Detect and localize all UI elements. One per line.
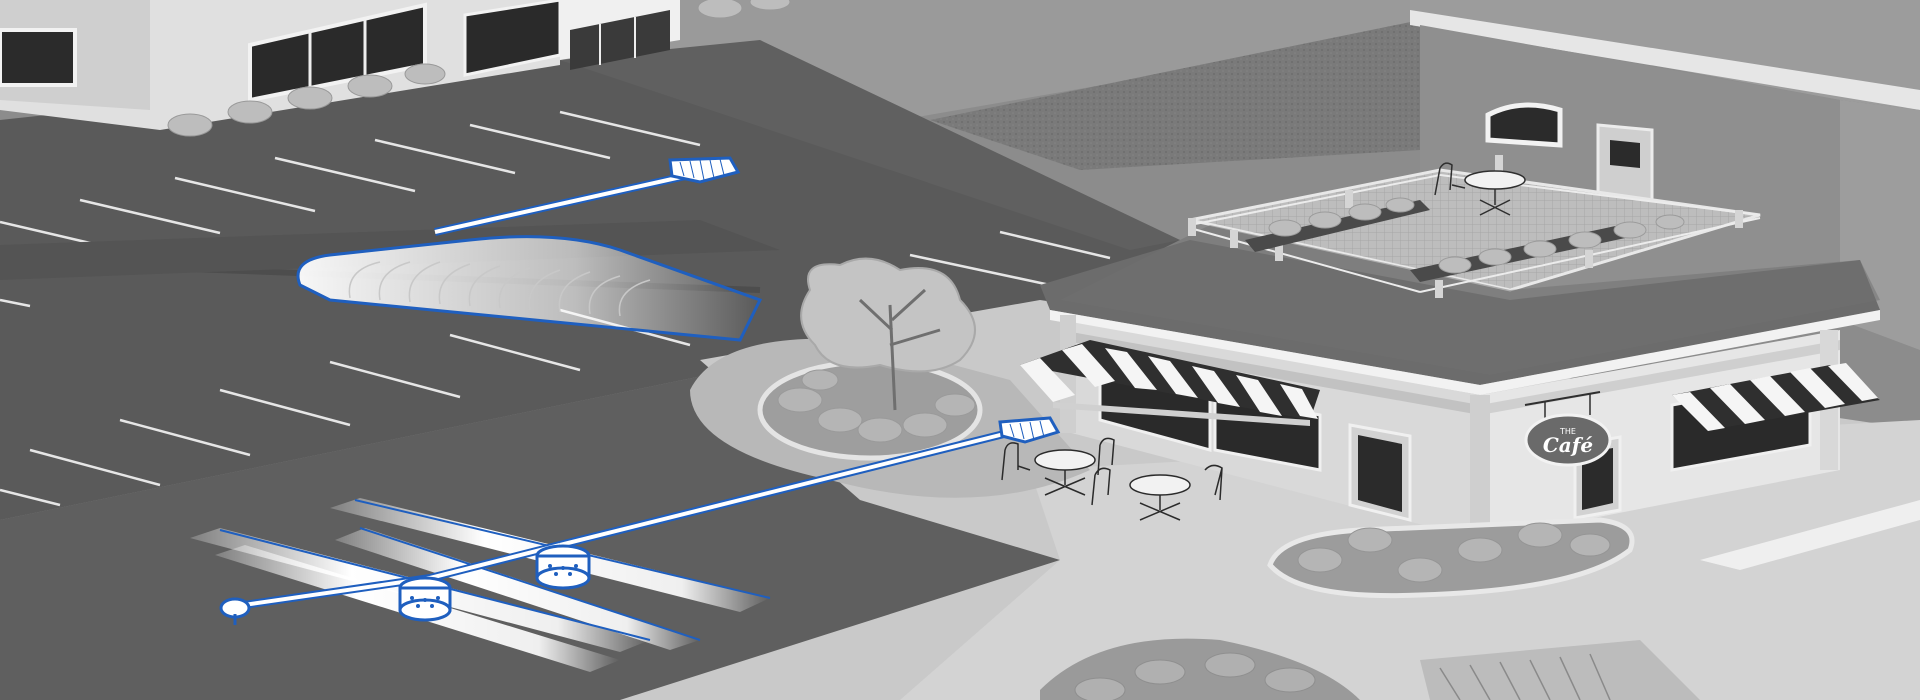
crosswalk-lines xyxy=(1439,653,1611,700)
sign-main-text: Café xyxy=(1543,433,1593,457)
curb xyxy=(1700,500,1920,570)
grass-patch xyxy=(930,20,1420,170)
left-building xyxy=(0,0,680,130)
cafe-planter-shrubs xyxy=(1297,522,1611,583)
lot-far-edge xyxy=(560,40,1180,250)
roof-planters xyxy=(1245,197,1685,282)
patio-furniture xyxy=(1001,437,1223,521)
crosswalk-area xyxy=(1420,640,1700,700)
tree-canopy xyxy=(800,257,976,373)
outlet-structure xyxy=(219,597,251,625)
right-awning xyxy=(1672,363,1880,431)
bottom-shrubs xyxy=(1074,652,1316,700)
upper-pipe xyxy=(434,173,691,234)
riser-left xyxy=(398,576,452,622)
lower-catch-basin xyxy=(998,416,1061,444)
upper-chamber-system xyxy=(296,235,763,342)
riser-right xyxy=(535,544,591,590)
left-awning xyxy=(1020,340,1320,426)
tree-trunk xyxy=(858,288,941,411)
upper-catch-basin xyxy=(668,156,741,184)
roof-table xyxy=(1434,162,1526,216)
main-pipe xyxy=(559,428,1021,547)
planter-shrubs xyxy=(777,369,976,443)
cafe-sign xyxy=(1524,391,1612,467)
left-building-shrubs xyxy=(167,0,791,137)
roof-posts xyxy=(1188,155,1743,298)
sign-small-text: THE xyxy=(1559,427,1576,436)
